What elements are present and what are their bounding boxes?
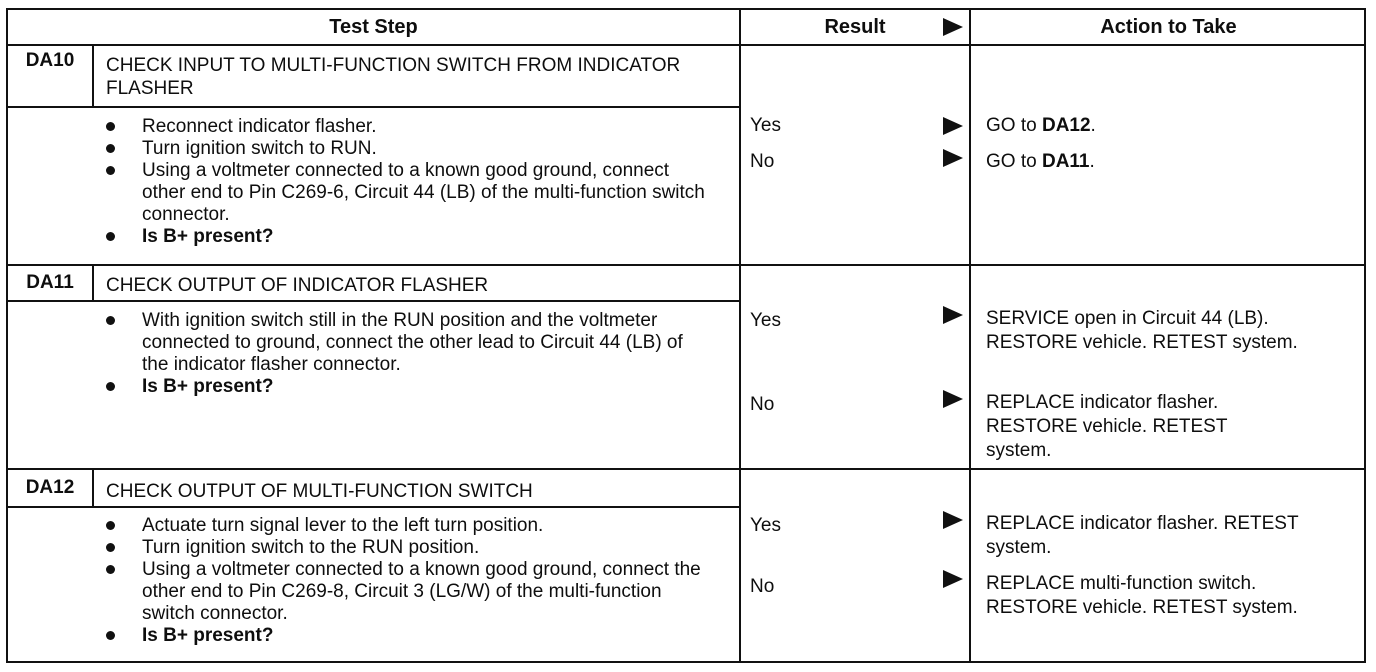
list-item: Is B+ present? bbox=[106, 376, 706, 398]
result-yes: Yes bbox=[750, 515, 781, 536]
title-divider bbox=[8, 300, 739, 302]
result-no: No bbox=[750, 394, 775, 415]
id-divider bbox=[92, 266, 94, 300]
diagnostic-table: Test Step Result Action to Take DA10 CHE… bbox=[6, 8, 1366, 663]
list-item: Is B+ present? bbox=[106, 226, 706, 248]
result-arrow-icon bbox=[943, 306, 963, 324]
action-text: REPLACE indicator flasher. RESTORE vehic… bbox=[986, 392, 1228, 461]
bullet-icon bbox=[106, 565, 115, 574]
title-divider bbox=[8, 106, 739, 108]
step-id: DA12 bbox=[25, 477, 75, 498]
bullet-icon bbox=[106, 316, 115, 325]
list-item: Is B+ present? bbox=[106, 625, 706, 647]
step-bullet-list: With ignition switch still in the RUN po… bbox=[106, 310, 706, 398]
result-arrow-icon bbox=[943, 570, 963, 588]
bullet-icon bbox=[106, 166, 115, 175]
list-item: Using a voltmeter connected to a known g… bbox=[106, 559, 706, 625]
list-item: Turn ignition switch to RUN. bbox=[106, 138, 706, 160]
step-title: CHECK OUTPUT OF INDICATOR FLASHER bbox=[106, 275, 489, 296]
row-divider bbox=[8, 264, 1364, 266]
result-yes: Yes bbox=[750, 310, 781, 331]
list-item: Using a voltmeter connected to a known g… bbox=[106, 160, 706, 226]
result-arrow-icon bbox=[943, 390, 963, 408]
id-divider bbox=[92, 470, 94, 506]
result-arrow-icon bbox=[943, 117, 963, 135]
bullet-icon bbox=[106, 631, 115, 640]
header-test-step: Test Step bbox=[329, 15, 418, 38]
result-no: No bbox=[750, 151, 775, 172]
step-title: CHECK OUTPUT OF MULTI-FUNCTION SWITCH bbox=[106, 481, 533, 502]
header-result: Result bbox=[824, 15, 886, 38]
step-id: DA10 bbox=[25, 50, 75, 71]
title-divider bbox=[8, 506, 739, 508]
result-arrow-icon bbox=[943, 511, 963, 529]
action-text: REPLACE multi-function switch. RESTORE v… bbox=[986, 573, 1298, 618]
step-id: DA11 bbox=[26, 272, 74, 293]
result-yes: Yes bbox=[750, 115, 781, 136]
action-text: SERVICE open in Circuit 44 (LB). RESTORE… bbox=[986, 308, 1298, 353]
result-arrow-icon bbox=[943, 149, 963, 167]
bullet-icon bbox=[106, 144, 115, 153]
list-item: Reconnect indicator flasher. bbox=[106, 116, 706, 138]
step-bullet-list: Reconnect indicator flasher. Turn igniti… bbox=[106, 116, 706, 248]
column-divider bbox=[739, 10, 741, 661]
bullet-icon bbox=[106, 232, 115, 241]
action-text: REPLACE indicator flasher. RETEST system… bbox=[986, 513, 1299, 558]
list-item: Actuate turn signal lever to the left tu… bbox=[106, 515, 706, 537]
header-action: Action to Take bbox=[1100, 15, 1237, 38]
bullet-icon bbox=[106, 382, 115, 391]
bullet-icon bbox=[106, 521, 115, 530]
list-item: With ignition switch still in the RUN po… bbox=[106, 310, 706, 376]
bullet-icon bbox=[106, 122, 115, 131]
result-no: No bbox=[750, 576, 775, 597]
list-item: Turn ignition switch to the RUN position… bbox=[106, 537, 706, 559]
action-text: GO to DA12. bbox=[986, 115, 1096, 136]
row-divider bbox=[8, 468, 1364, 470]
id-divider bbox=[92, 46, 94, 106]
step-title: CHECK INPUT TO MULTI-FUNCTION SWITCH FRO… bbox=[106, 55, 681, 99]
header-arrow-icon bbox=[943, 18, 963, 36]
column-divider bbox=[969, 10, 971, 661]
step-bullet-list: Actuate turn signal lever to the left tu… bbox=[106, 515, 706, 647]
header-divider bbox=[8, 44, 1364, 46]
action-text: GO to DA11. bbox=[986, 151, 1095, 172]
bullet-icon bbox=[106, 543, 115, 552]
